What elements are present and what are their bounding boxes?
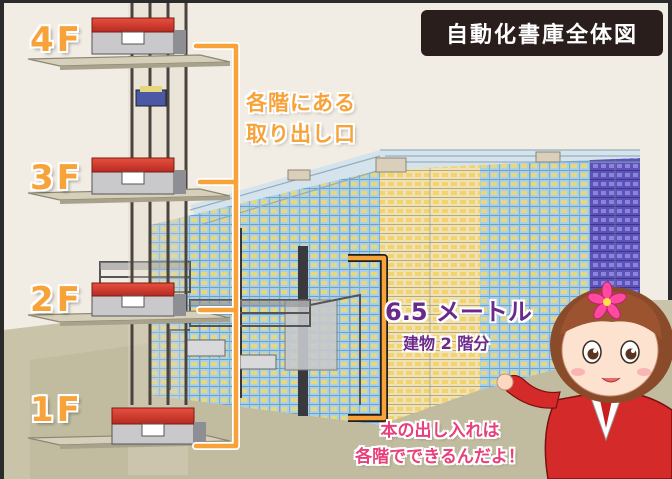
- height-callout-main: 6.5 メートル: [385, 298, 532, 326]
- pickup-station-3f: [91, 157, 186, 195]
- floor-label-4f: 4F: [30, 20, 83, 60]
- pickup-station-2f: [91, 282, 186, 317]
- pickup-callout-line-2: 取り出し口: [246, 122, 356, 146]
- flower-icon: [587, 281, 627, 320]
- speech-line-2: 各階でできるんだよ！: [355, 447, 525, 467]
- floor-label-3f: 3F: [30, 158, 83, 198]
- pickup-station-4f: [91, 17, 186, 55]
- mascot-icon: [496, 287, 672, 479]
- floor-label-1f: 1F: [30, 390, 83, 430]
- pickup-station-1f: [111, 407, 206, 445]
- height-callout-sub: 建物 2 階分: [403, 334, 490, 353]
- floor-label-2f: 2F: [30, 280, 83, 320]
- title-box: 自動化書庫全体図: [421, 10, 663, 56]
- pickup-callout: 各階にある 取り出し口: [246, 88, 356, 150]
- speech-text: 本の出し入れは 各階でできるんだよ！: [330, 418, 550, 470]
- pickup-callout-line-1: 各階にある: [246, 91, 356, 115]
- speech-line-1: 本の出し入れは: [380, 421, 500, 441]
- page-title: 自動化書庫全体図: [445, 23, 638, 48]
